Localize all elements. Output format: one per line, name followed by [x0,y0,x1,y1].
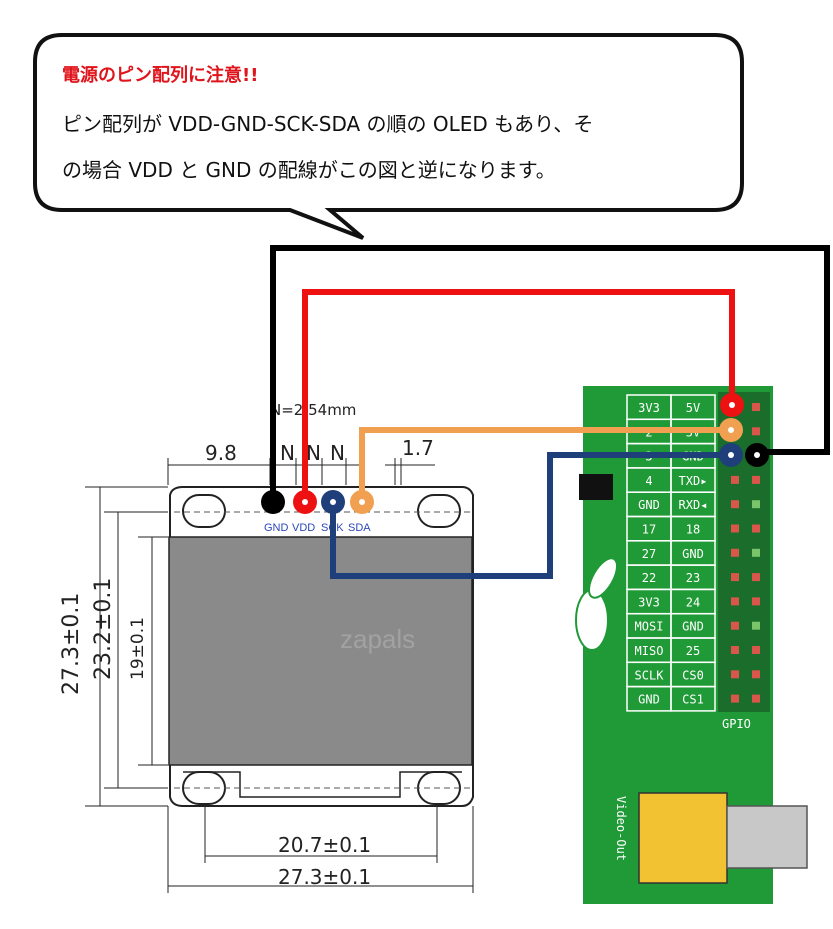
oled-module: zapals [59,401,474,893]
gpio-pin-label: 18 [686,523,700,537]
gpio-pin-label: 4 [645,474,652,488]
gpio-pin-label: TXD▸ [679,474,708,488]
gpio-header-pin [752,573,760,582]
gpio-header-pin [731,500,739,509]
gpio-pin-label: CS1 [682,693,704,707]
wiring [270,245,830,579]
gpio-header-pin [752,670,760,679]
callout-line-1: ピン配列が VDD-GND-SCK-SDA の順の OLED もあり、そ [62,112,594,136]
wire-gnd [270,245,830,502]
gpio-pin-label: 17 [642,523,656,537]
gpio-header-pin [752,524,760,533]
gpio-header-pin [731,646,739,654]
speech-bubble [33,33,744,240]
oled-display-panel [168,536,473,766]
gpio-header-pin [752,597,760,606]
gpio-pin-label: MISO [635,644,664,658]
gpio-pin-label: 3V3 [638,595,660,609]
callout-warning: 電源のピン配列に注意!! [62,65,259,86]
gpio-header-pin [731,524,739,533]
gpio-header-pin [752,548,760,557]
gpio-pin-label: GND [682,620,704,634]
gpio-pin-label: 27 [642,547,656,561]
gpio-pin-label: MOSI [635,620,664,634]
gpio-header-pin [752,403,760,411]
gpio-pin-label: 25 [686,644,700,658]
gpio-header-pin [752,427,760,436]
dim-left: 9.8 [205,441,237,465]
gpio-header-pin [731,694,739,703]
dim-width-inner: 20.7±0.1 [278,833,371,857]
gpio-header-pin [752,694,760,703]
gpio-pin-label: CS0 [682,668,704,682]
dim-height-inner: 19±0.1 [128,617,148,680]
raspberry-logo-icon [575,557,618,651]
pin-label-sda: SDA [348,522,371,534]
gpio-pin-label: GND [638,693,660,707]
gpio-header-pin [731,670,739,679]
gpio-pin-label: 5V [686,401,700,415]
gpio-header-pin [752,621,760,630]
gpio-header-pin [731,475,739,484]
gpio-pin-label: 24 [686,595,700,609]
gpio-header-pin [731,597,739,606]
gpio-pin-label: 22 [642,571,656,585]
mount-hole-tl [182,494,226,528]
gpio-pin-label: GND [638,498,660,512]
dim-right: 1.7 [402,436,434,460]
gpio-pin-label: 23 [686,571,700,585]
gpio-header-pin [752,500,760,509]
oled-pin-gnd [261,490,285,514]
dim-height-outer: 27.3±0.1 [59,593,84,695]
video-out-label: Video-Out [614,796,628,861]
gpio-pin-label: 3V3 [638,401,660,415]
gpio-header-pin [752,475,760,484]
gpio-pin-label: GND [682,547,704,561]
gpio-header-pin [731,548,739,557]
pin-label-vdd: VDD [292,522,315,534]
pin-label-gnd: GND [264,522,289,534]
wire-sda [359,427,731,502]
gpio-header-pin [752,646,760,654]
dim-pitch: N=2.54mm [270,401,356,419]
wire-vdd [302,289,735,502]
wire-terminals [261,393,769,514]
gpio-pin-label: RXD◂ [679,498,708,512]
callout-line-2: の場合 VDD と GND の配線がこの図と逆になります。 [62,158,556,182]
gpio-label: GPIO [722,717,751,731]
gpio-pin-label: SCLK [635,668,665,682]
dim-n-1: N [280,441,295,465]
gpio-header-pin [731,573,739,582]
mount-hole-tr [417,494,461,528]
gpio-cell [670,685,716,712]
dim-height-mid: 23.2±0.1 [91,578,116,680]
dim-n-2: N [306,441,321,465]
watermark: zapals [340,624,415,654]
dim-width-outer: 27.3±0.1 [278,865,371,889]
video-out-connector [638,792,728,884]
gpio-header-pin [731,621,739,630]
dim-n-3: N [330,441,345,465]
wire-sck [330,452,731,579]
